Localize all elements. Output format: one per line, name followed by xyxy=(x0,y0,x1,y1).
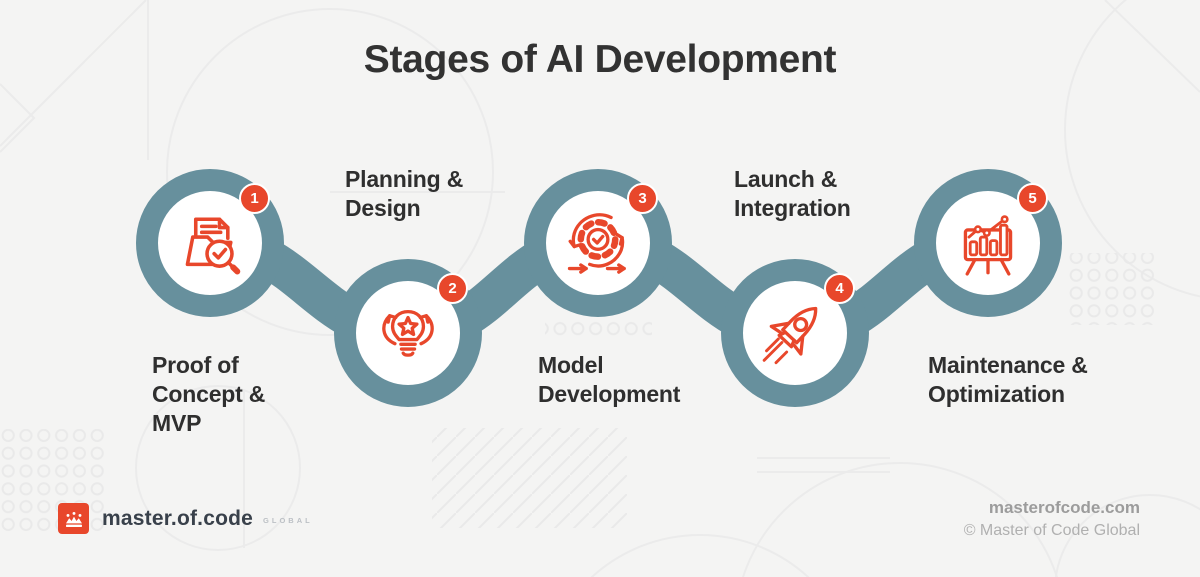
stage-1-badge: 1 xyxy=(239,183,270,214)
hatch-pattern xyxy=(432,428,627,528)
copyright-text: © Master of Code Global xyxy=(963,522,1140,539)
stage-ring-4 xyxy=(721,259,869,407)
page-title: Stages of AI Development xyxy=(363,38,837,81)
stage-4-label: Launch & Integration xyxy=(734,166,851,221)
stage-1-number: 1 xyxy=(250,190,259,207)
crown-icon xyxy=(65,511,82,527)
stage-5-badge: 5 xyxy=(1017,183,1048,214)
brand-name: master.of.code xyxy=(102,506,254,530)
stage-3-label: Model Development xyxy=(538,352,681,407)
dot-grid-bottom-left xyxy=(0,429,107,533)
footer-credits: masterofcode.com © Master of Code Global xyxy=(964,498,1140,540)
stage-2-number: 2 xyxy=(448,280,457,297)
stage-1-label: Proof of Concept & MVP xyxy=(152,352,266,436)
analytics-board-icon xyxy=(963,215,1013,276)
stage-3-number: 3 xyxy=(638,190,647,207)
stage-4-number: 4 xyxy=(835,280,844,297)
agile-gear-icon xyxy=(567,213,626,274)
stage-4-badge: 4 xyxy=(824,273,855,304)
brand-suffix: GLOBAL xyxy=(263,515,313,525)
folder-search-icon xyxy=(185,217,241,275)
brand-crown-icon xyxy=(58,503,89,534)
brand-logo: master.of.code GLOBAL xyxy=(58,503,313,534)
stage-5-label: Maintenance & Optimization xyxy=(928,352,1088,407)
stage-2-badge: 2 xyxy=(437,273,468,304)
website-text: masterofcode.com xyxy=(988,498,1140,517)
rocket-icon xyxy=(762,306,818,365)
dot-grid-right xyxy=(1066,253,1158,325)
idea-bulb-icon xyxy=(382,309,434,357)
stage-3-badge: 3 xyxy=(627,183,658,214)
stage-2-label: Planning & Design xyxy=(345,166,464,221)
dot-row-center xyxy=(545,321,652,339)
stage-5-number: 5 xyxy=(1028,190,1037,207)
